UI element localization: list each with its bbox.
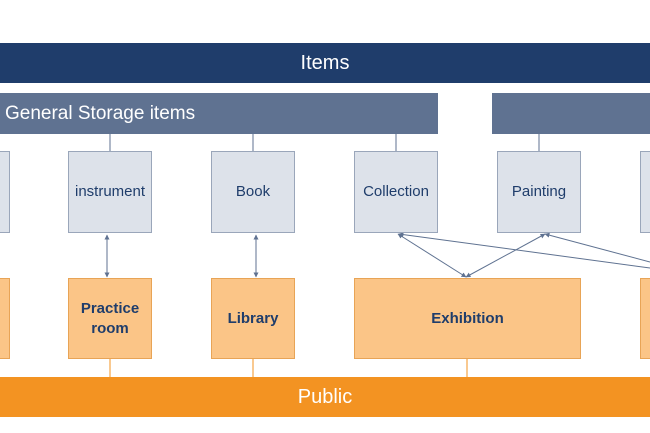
- general-storage-label: General Storage items: [5, 102, 196, 124]
- space-node-exhibition: Exhibition: [354, 278, 581, 359]
- space-node-label: Practice room: [80, 299, 140, 337]
- item-node-label: Painting: [511, 183, 567, 200]
- space-node-partial-right: [640, 278, 650, 359]
- public-bar: Public: [0, 377, 650, 417]
- items-bar: Items: [0, 43, 650, 83]
- item-node-collection: Collection: [354, 151, 438, 233]
- public-bar-label: Public: [297, 385, 353, 408]
- item-node-partial-left: [0, 151, 10, 233]
- connector-collection-offscreen: [398, 232, 650, 269]
- item-node-label: Collection: [363, 183, 429, 200]
- items-bar-label: Items: [300, 51, 350, 74]
- item-node-painting: Painting: [497, 151, 581, 233]
- connector-painting-offscreen: [544, 232, 650, 263]
- item-node-instrument: instrument: [68, 151, 152, 233]
- item-node-label: instrument: [74, 183, 146, 200]
- general-storage-group: General Storage items: [0, 93, 438, 134]
- second-storage-group: [492, 93, 650, 134]
- connector-collection-exhibition: [397, 233, 467, 278]
- item-node-label: Book: [235, 183, 271, 200]
- space-node-practice-room: Practice room: [68, 278, 152, 359]
- space-node-partial-left: [0, 278, 10, 359]
- item-node-partial-right: [640, 151, 650, 233]
- connector-painting-exhibition: [465, 233, 546, 278]
- item-node-book: Book: [211, 151, 295, 233]
- space-node-library: Library: [211, 278, 295, 359]
- space-node-label: Library: [227, 309, 279, 327]
- space-node-label: Exhibition: [431, 309, 504, 327]
